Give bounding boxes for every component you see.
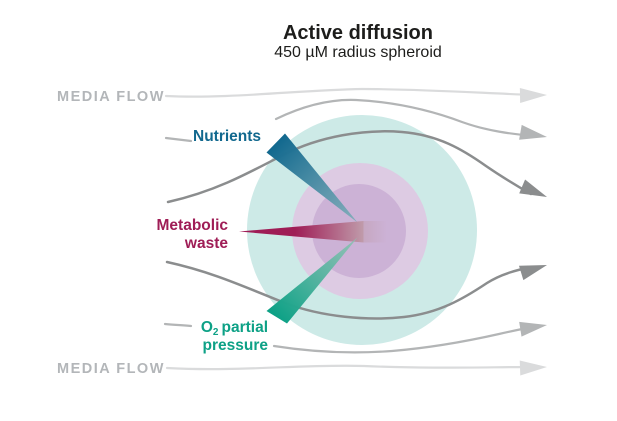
page-title: Active diffusion (283, 22, 433, 44)
flow-line-upper-medium-dash (164, 136, 193, 143)
flow-arrowhead-lower-dark (518, 265, 547, 281)
o2-subscript: 2 (213, 327, 219, 338)
flow-line-lower-medium (272, 325, 534, 354)
flow-arrowhead-upper-dark (519, 179, 547, 197)
page-subtitle: 450 µM radius spheroid (274, 44, 442, 61)
metabolic-waste-wedge (239, 221, 364, 243)
flow-line-lower-dark (165, 260, 533, 320)
flow-line-upper-dark (166, 130, 533, 204)
o2-wedge (266, 237, 358, 324)
nutrients-label: Nutrients (193, 128, 261, 145)
nutrients-wedge (266, 133, 358, 223)
o2-rest: partial (221, 319, 268, 336)
flow-arrowheads (518, 87, 547, 376)
flow-arrowhead-top-light (519, 87, 547, 103)
metabolic-waste-wedge-fade (363, 221, 386, 243)
flow-line-lower-medium-dash (163, 322, 193, 328)
flow-arrowhead-bottom-light (519, 360, 547, 376)
media-flow-label-bottom: MEDIA FLOW (57, 361, 165, 377)
flow-line-upper-medium (274, 98, 535, 138)
metabolic-waste-label-line2: waste (184, 235, 228, 252)
o2-partial-pressure-label-line2: pressure (203, 337, 269, 354)
flow-arrowhead-lower-medium (519, 321, 547, 337)
o2-symbol: O (201, 319, 213, 336)
media-flow-label-top: MEDIA FLOW (57, 89, 165, 105)
metabolic-waste-label-line1: Metabolic (157, 217, 229, 234)
flow-line-top-light (164, 87, 536, 98)
flow-arrowhead-upper-medium (519, 124, 547, 140)
flow-line-bottom-light (165, 364, 535, 371)
